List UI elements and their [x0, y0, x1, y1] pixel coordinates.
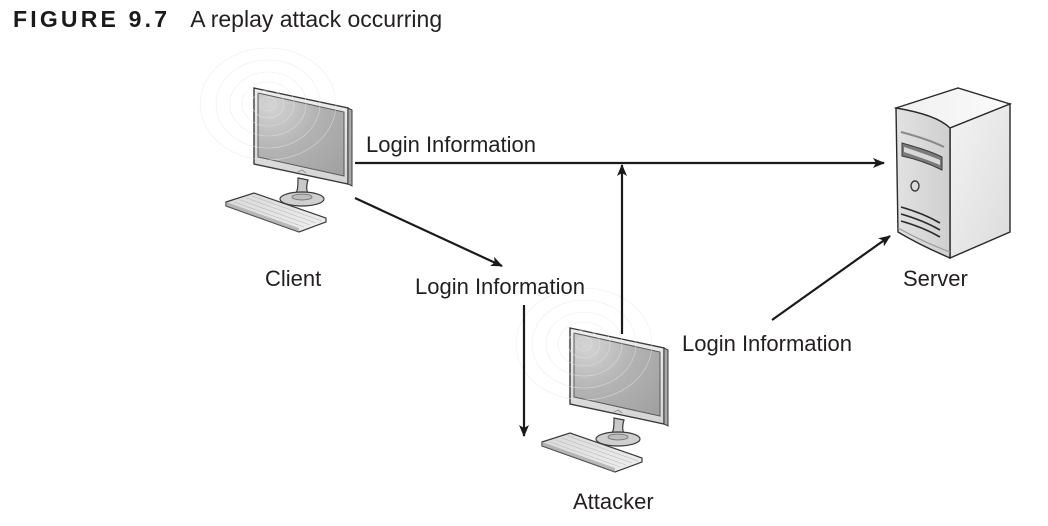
tower-server-icon	[893, 87, 1013, 260]
figure-title: A replay attack occurring	[190, 6, 443, 32]
edge-label-attacker-server: Login Information	[682, 331, 852, 356]
server-label: Server	[903, 266, 968, 291]
client-to-attacker-arrow	[354, 197, 503, 267]
attacker-node: Attacker	[515, 287, 669, 514]
edge-label-client-attacker: Login Information	[415, 274, 585, 299]
figure-caption: FIGURE 9.7 A replay attack occurring	[13, 6, 442, 36]
figure-number: FIGURE 9.7	[13, 6, 171, 32]
client-computer-icon	[199, 47, 353, 233]
client-node: Client	[199, 47, 353, 291]
attacker-computer-icon	[515, 287, 669, 473]
connections	[354, 158, 891, 437]
server-node: Server	[893, 87, 1013, 291]
attacker-label: Attacker	[573, 489, 654, 514]
attacker-to-server-arrow	[771, 235, 891, 321]
edge-label-client-server: Login Information	[366, 132, 536, 157]
client-label: Client	[265, 266, 321, 291]
